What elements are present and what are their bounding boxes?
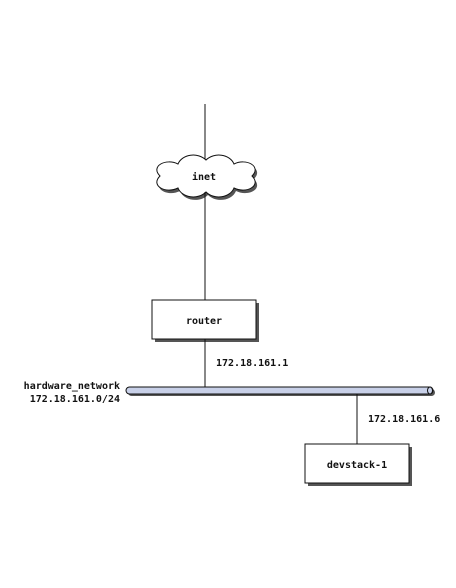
network-name-label: hardware_network <box>24 381 120 392</box>
devstack-host-node[interactable]: devstack-1 <box>304 443 412 486</box>
host-box <box>304 443 410 484</box>
router-address-label: 172.18.161.1 <box>216 358 288 369</box>
hardware-network-bar[interactable] <box>125 386 435 396</box>
network-subnet-label: 172.18.161.0/24 <box>30 394 120 405</box>
router-label: router <box>186 316 222 327</box>
router-box <box>151 299 257 340</box>
cloud-label: inet <box>192 171 216 183</box>
internet-cloud[interactable]: inet <box>156 154 258 200</box>
network-bar <box>125 386 434 395</box>
host-address-label: 172.18.161.6 <box>368 414 440 425</box>
router-node[interactable]: router <box>151 299 259 342</box>
host-label: devstack-1 <box>327 460 387 471</box>
network-bar-end-cap <box>427 386 433 395</box>
